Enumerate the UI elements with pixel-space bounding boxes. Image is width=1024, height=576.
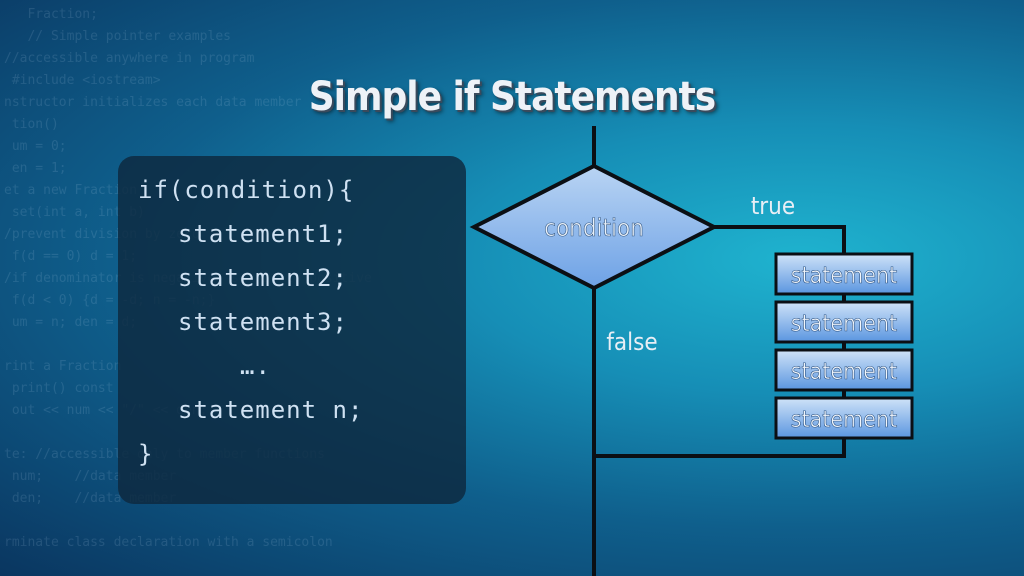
code-statement-n: statement n; <box>178 396 364 424</box>
code-statement-1: statement1; <box>178 220 348 248</box>
false-label: false <box>606 328 657 356</box>
statement-box-4-label: statement <box>791 407 898 433</box>
page-title: Simple if Statements <box>308 74 716 120</box>
code-panel: if(condition){ statement1; statement2; s… <box>118 156 466 504</box>
statement-box-3-label: statement <box>791 359 898 385</box>
code-statement-3: statement3; <box>178 308 348 336</box>
condition-diamond <box>469 163 719 291</box>
condition-label: condition <box>544 214 644 242</box>
statement-box-2-label: statement <box>791 311 898 337</box>
code-closing-brace: } <box>138 440 154 468</box>
code-ellipsis: …. <box>240 352 271 380</box>
statement-box-1-label: statement <box>791 263 898 289</box>
statement-box-1: statement <box>774 252 914 296</box>
statement-box-2: statement <box>774 300 914 344</box>
statement-box-3: statement <box>774 348 914 392</box>
code-statement-2: statement2; <box>178 264 348 292</box>
true-label: true <box>751 192 795 220</box>
statement-box-4: statement <box>774 396 914 440</box>
code-if-line: if(condition){ <box>138 176 355 204</box>
